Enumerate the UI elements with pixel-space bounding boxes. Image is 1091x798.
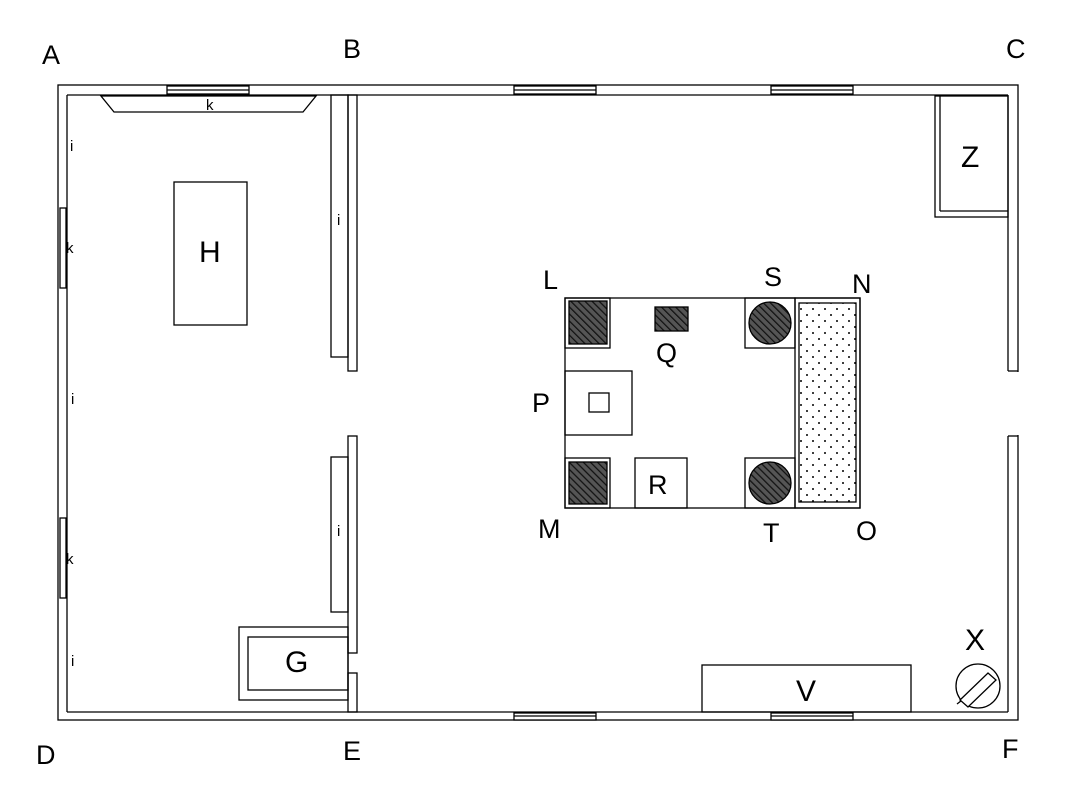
corner-label-A: A [42,40,60,70]
room-V [701,664,912,713]
item-P [564,370,633,436]
wall-mark-i: i [71,653,74,670]
label-M: M [538,514,561,544]
item-S [744,297,796,349]
room-G [238,626,349,701]
wall-mark-i: i [337,523,340,540]
wall-mark-k: k [206,97,214,114]
bottom-windows [513,712,854,721]
left-windows [59,207,67,599]
room-label-X: X [965,624,985,657]
label-P: P [532,388,550,418]
wall-mark-k: k [66,240,74,257]
label-R: R [648,470,668,500]
label-O: O [856,516,877,546]
room-label-G: G [285,646,308,679]
top-windows [166,85,854,95]
corner-label-F: F [1002,734,1019,764]
label-Q: Q [656,338,677,368]
label-N: N [852,269,872,299]
compass-icon [955,663,1001,709]
partition-wall [330,94,358,713]
corner-label-E: E [343,736,361,766]
item-R [634,457,688,509]
room-label-H: H [199,236,221,269]
room-label-Z: Z [961,141,979,174]
label-L: L [543,265,558,295]
item-M [564,457,611,509]
wall-mark-i: i [71,391,74,408]
corner-label-C: C [1006,34,1026,64]
wall-mark-k: k [66,551,74,568]
item-L [564,297,611,349]
room-label-V: V [796,675,816,708]
corner-label-B: B [343,34,361,64]
wall-mark-i: i [70,138,73,155]
wall-mark-i: i [337,212,340,229]
room-H [173,181,248,326]
item-T [744,457,796,509]
room-Z [934,95,1009,218]
shelf-k-top [99,95,318,113]
item-Q [654,306,689,332]
corner-label-D: D [36,740,56,770]
item-NO-panel [794,297,861,509]
label-T: T [763,518,780,548]
label-S: S [764,262,782,292]
